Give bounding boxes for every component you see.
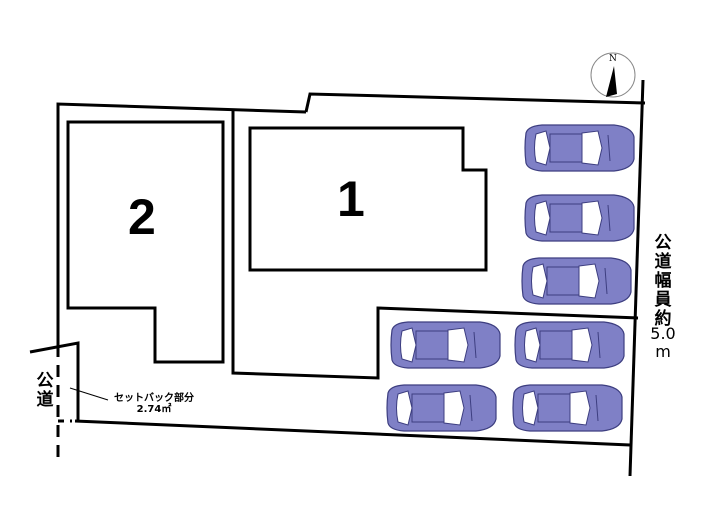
lot-2-label: 2 [128,189,156,245]
north-compass-icon [590,52,636,98]
road-width-unit: m [655,342,671,361]
compass-north-label: N [609,54,617,64]
parking-cars [386,124,635,432]
setback-boundary [29,341,80,421]
car [386,384,497,432]
setback-title: セットバック部分 [114,393,194,404]
road-right-label: 公道幅員約 [654,233,672,329]
setback-leader-line [69,387,109,401]
car [512,384,623,432]
lot-boundary-top-left [56,102,307,345]
lot-boundary-bottom [74,419,631,447]
car [390,321,501,369]
building-1 [248,126,488,272]
car [524,124,635,172]
car [521,257,632,305]
car [514,321,625,369]
road-left-label: 公道 [36,371,54,410]
car [524,194,635,242]
lot-boundary-top-right [304,92,646,113]
lot-1-label: 1 [337,171,365,227]
road-width-value: 5.0 [650,324,676,343]
setback-area: 2.74㎡ [136,404,172,415]
lot-boundary-right [628,79,645,477]
lot-divider [231,110,639,380]
building-2 [66,120,225,364]
